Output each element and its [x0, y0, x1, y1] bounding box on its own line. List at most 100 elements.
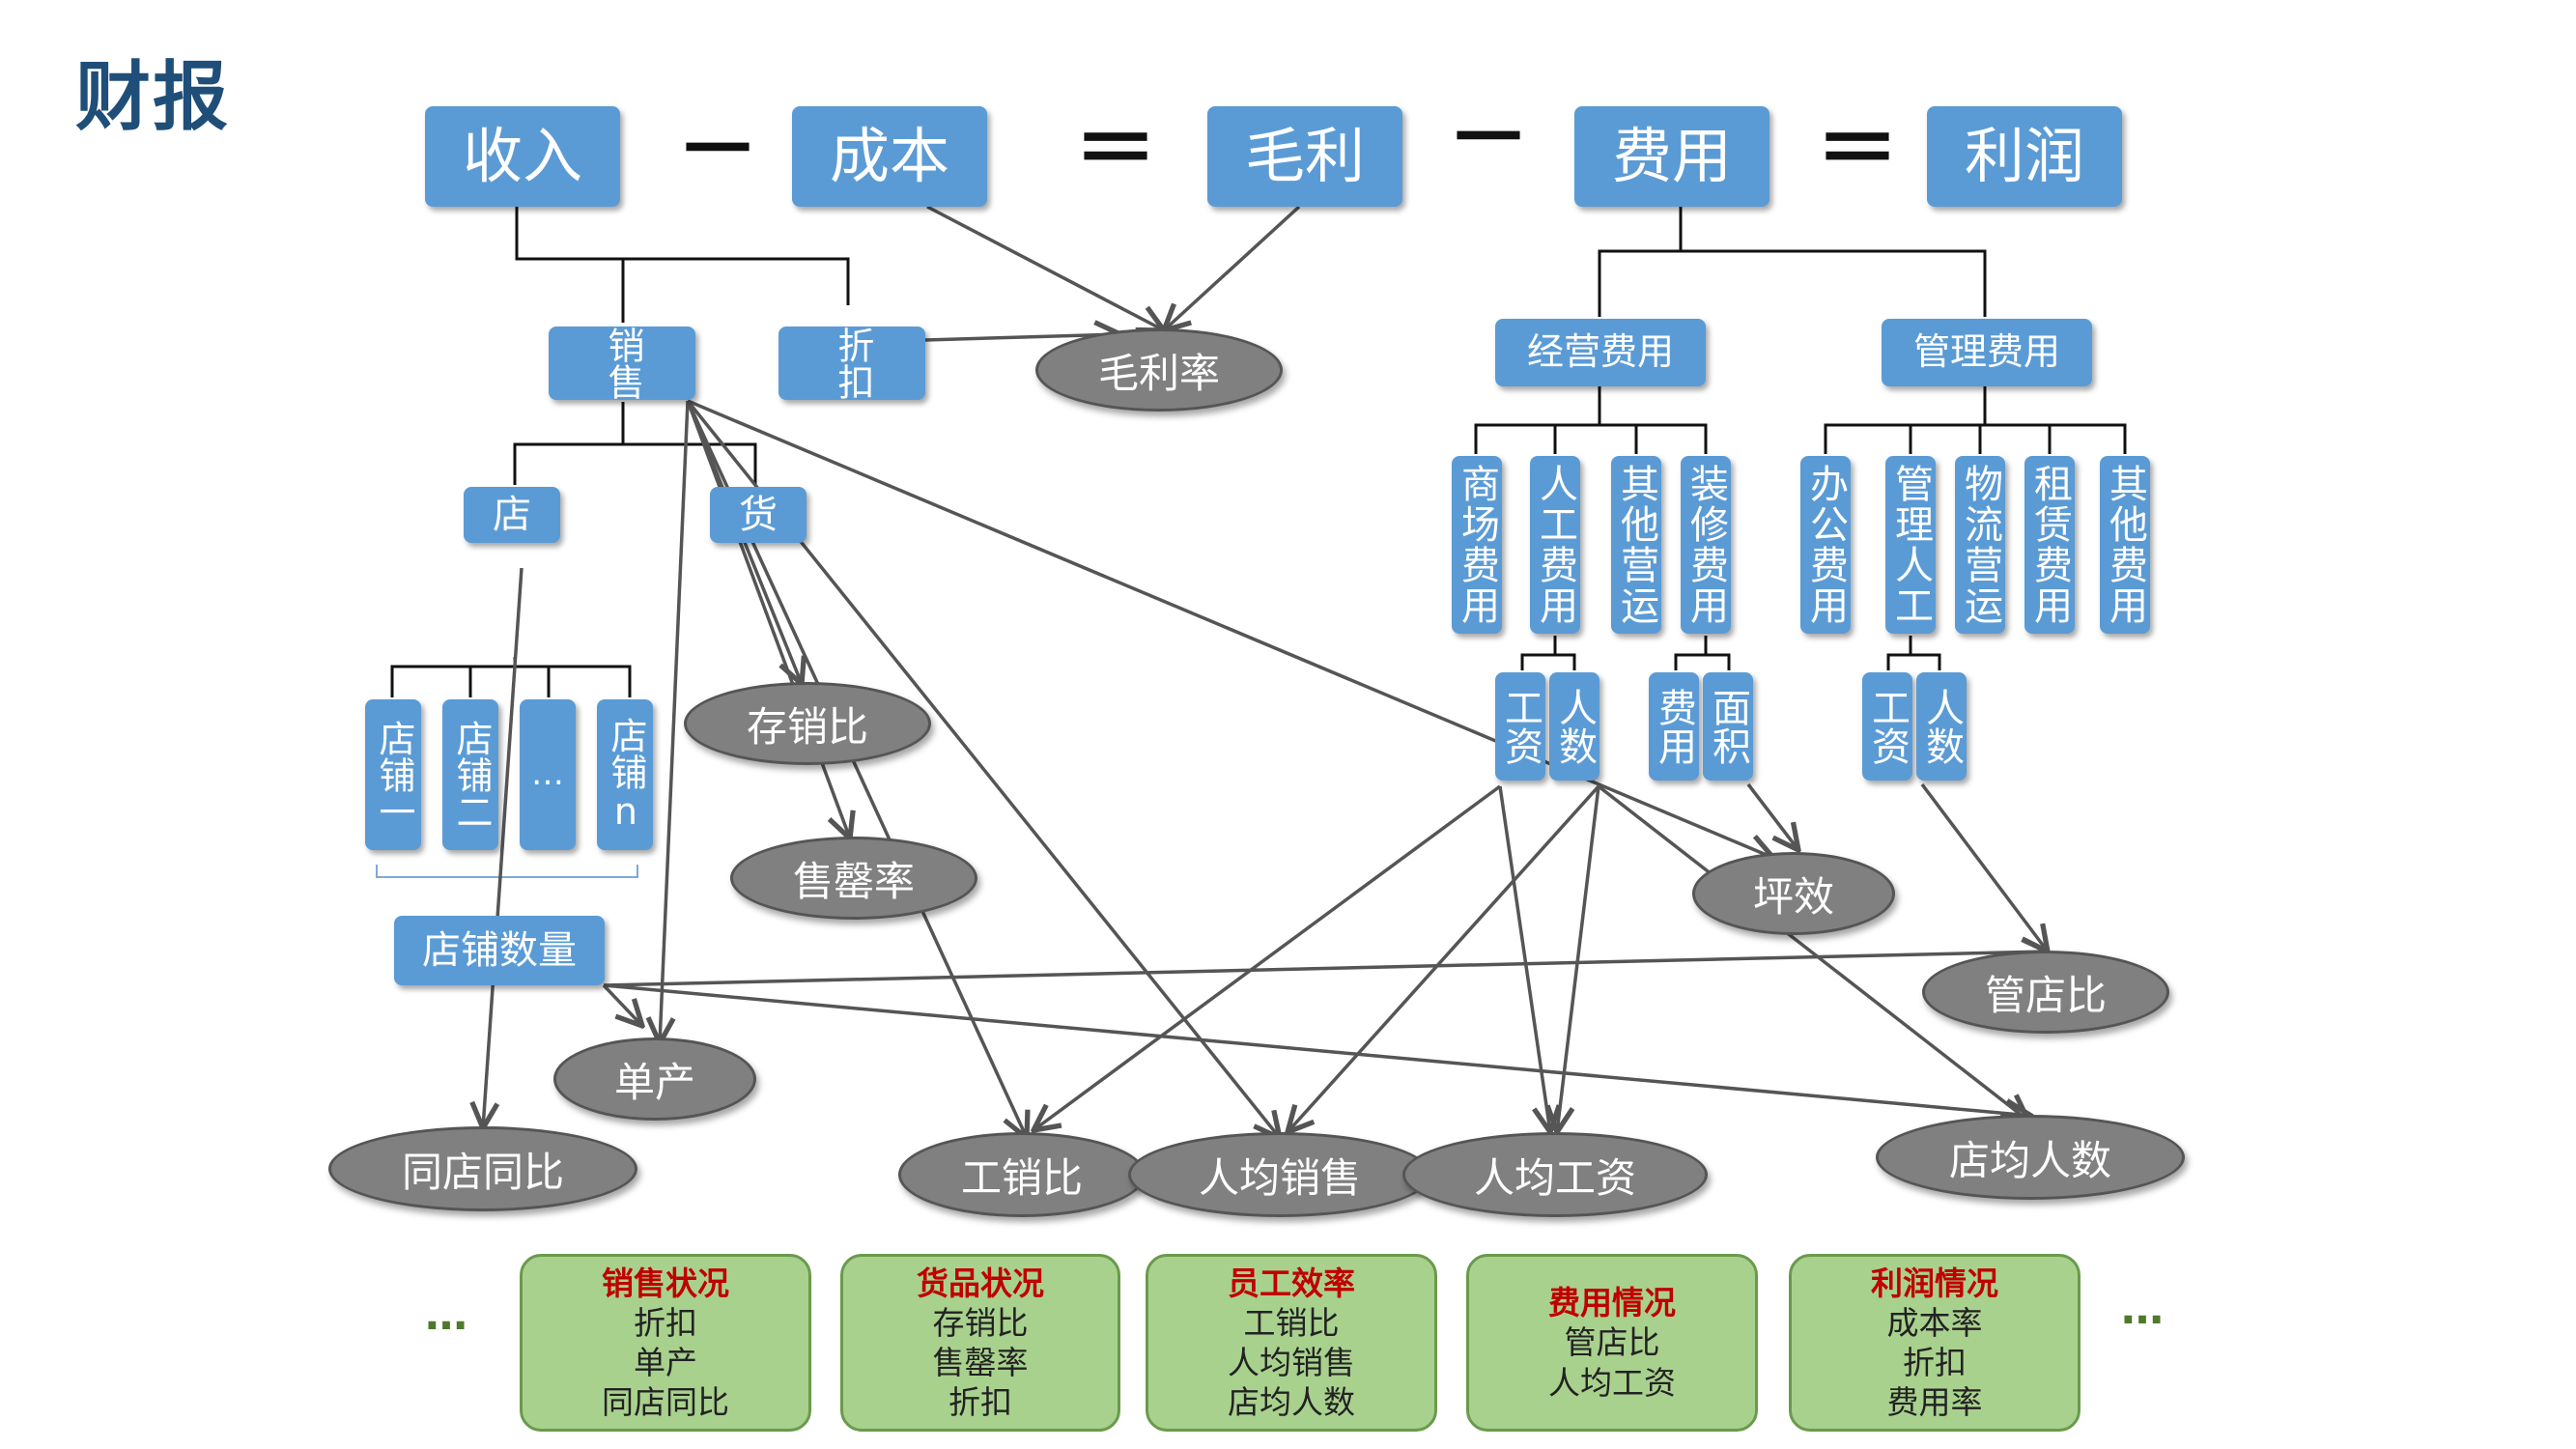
- tree-line-opex-2: [1476, 423, 1708, 454]
- admin-expense-node[interactable]: 管理费用: [1882, 319, 2092, 386]
- arrow-storecount-staff-per-store: [603, 983, 2031, 1116]
- arrow-headcount-sales-per-staff: [1288, 784, 1600, 1132]
- decoration-fee-node[interactable]: 装修费用: [1681, 456, 1731, 634]
- sqm-efficiency-metric[interactable]: 坪效: [1692, 852, 1895, 935]
- wage-node-1[interactable]: 工资: [1495, 672, 1545, 781]
- headcount-node-2[interactable]: 人数: [1916, 672, 1967, 781]
- office-fee-node[interactable]: 办公费用: [1800, 456, 1851, 634]
- arrow-store-same-store: [483, 567, 524, 1128]
- arrow-headcount-staff-per-store: [1597, 784, 2028, 1121]
- tree-line-opex: [1474, 386, 1601, 454]
- arrow-sales-sellthrough: [686, 400, 850, 838]
- card-line: 成本率: [1886, 1303, 1983, 1342]
- card-line: 同店同比: [602, 1383, 729, 1422]
- card-title: 利润情况: [1871, 1264, 1998, 1302]
- arrow-gross-gross-margin: [1164, 205, 1301, 330]
- admin-store-ratio-metric[interactable]: 管店比: [1922, 951, 2169, 1034]
- mall-fee-node[interactable]: 商场费用: [1452, 456, 1502, 634]
- tree-line-revenue: [515, 207, 850, 305]
- arrow-wage-labor-ratio: [1033, 784, 1502, 1130]
- labor-cost-node[interactable]: 人工费用: [1530, 456, 1580, 634]
- area-node[interactable]: 面积: [1703, 672, 1753, 781]
- expenses-box[interactable]: 费用: [1574, 106, 1769, 207]
- per-store-output-metric[interactable]: 单产: [553, 1037, 756, 1121]
- card-title: 货品状况: [917, 1264, 1044, 1302]
- cost-box[interactable]: 成本: [792, 106, 987, 207]
- tree-line-admin-2: [1826, 423, 2127, 454]
- profit-box[interactable]: 利润: [1927, 106, 2122, 207]
- arrow-sales-sqm: [687, 399, 1773, 858]
- arrow-cost-gross-margin: [926, 205, 1164, 330]
- gross-margin-metric[interactable]: 毛利率: [1035, 328, 1283, 412]
- labor-sales-ratio-metric[interactable]: 工销比: [898, 1132, 1146, 1217]
- summary-card-sales[interactable]: 销售状况 折扣 单产 同店同比: [520, 1254, 811, 1432]
- goods-node[interactable]: 货: [710, 487, 807, 543]
- card-line: 折扣: [1903, 1344, 1967, 1381]
- tree-line-store-3: [468, 667, 551, 697]
- same-store-metric[interactable]: 同店同比: [328, 1126, 637, 1211]
- card-line: 折扣: [948, 1383, 1012, 1422]
- arrow-headcount-avg-wage: [1557, 785, 1600, 1132]
- tree-line-labor: [1520, 636, 1576, 670]
- store-one-node[interactable]: 店铺一: [365, 699, 421, 850]
- tree-line-decor: [1674, 636, 1731, 670]
- other-ops-node[interactable]: 其他营运: [1611, 456, 1661, 634]
- ellipsis-left: …: [425, 1291, 467, 1340]
- summary-card-goods[interactable]: 货品状况 存销比 售罄率 折扣: [840, 1254, 1120, 1432]
- minus-operator-1: －: [676, 101, 759, 198]
- store-more-node[interactable]: …: [520, 699, 576, 850]
- card-title: 费用情况: [1548, 1284, 1676, 1322]
- operating-expense-node[interactable]: 经营费用: [1495, 319, 1706, 386]
- tree-line-store-2: [392, 665, 632, 697]
- revenue-box[interactable]: 收入: [425, 106, 620, 207]
- arrow-storecount-per-store-output: [602, 983, 642, 1026]
- tree-line-adminlabor: [1886, 636, 1941, 670]
- card-line: 售罄率: [932, 1344, 1029, 1381]
- tree-line-store: [390, 657, 517, 697]
- tree-line-expenses-2: [1599, 249, 1987, 317]
- avg-wage-metric[interactable]: 人均工资: [1402, 1132, 1708, 1217]
- card-line: 单产: [634, 1344, 697, 1381]
- inventory-sales-ratio-metric[interactable]: 存销比: [684, 682, 931, 765]
- card-line: 费用率: [1886, 1383, 1983, 1422]
- summary-card-expenses[interactable]: 费用情况 管店比 人均工资: [1466, 1254, 1758, 1432]
- equals-operator-2: ＝: [1816, 101, 1899, 198]
- card-line: 存销比: [932, 1303, 1029, 1342]
- summary-card-profit[interactable]: 利润情况 成本率 折扣 费用率: [1789, 1254, 2081, 1432]
- staff-per-store-metric[interactable]: 店均人数: [1876, 1115, 2185, 1200]
- sales-per-staff-metric[interactable]: 人均销售: [1128, 1132, 1431, 1217]
- sell-through-metric[interactable]: 售罄率: [730, 837, 977, 920]
- headcount-node-1[interactable]: 人数: [1549, 672, 1599, 781]
- arrow-admin-headcount-admin-store: [1920, 782, 2048, 952]
- logistics-ops-node[interactable]: 物流营运: [1955, 456, 2005, 634]
- tree-line-expenses: [1598, 207, 1683, 317]
- summary-card-staff[interactable]: 员工效率 工销比 人均销售 店均人数: [1146, 1254, 1437, 1432]
- tree-line-admin: [1824, 386, 1987, 454]
- card-line: 人均销售: [1228, 1344, 1355, 1381]
- arrow-storecount-admin-store: [603, 952, 2048, 987]
- card-line: 管店比: [1564, 1323, 1660, 1362]
- card-title: 员工效率: [1228, 1264, 1355, 1302]
- card-line: 店均人数: [1228, 1383, 1355, 1422]
- store-n-node[interactable]: 店铺n: [597, 699, 653, 850]
- store-node[interactable]: 店: [464, 487, 560, 543]
- card-line: 折扣: [634, 1303, 697, 1342]
- admin-labor-node[interactable]: 管理人工: [1885, 456, 1936, 634]
- cost-item-node[interactable]: 费用: [1649, 672, 1699, 781]
- store-count-node[interactable]: 店铺数量: [394, 916, 605, 985]
- minus-operator-2: －: [1447, 90, 1530, 186]
- store-two-node[interactable]: 店铺二: [442, 699, 498, 850]
- store-bracket: [376, 865, 638, 878]
- card-line: 工销比: [1243, 1303, 1340, 1342]
- tree-line-sales-goods: [623, 442, 757, 485]
- card-title: 销售状况: [602, 1264, 729, 1302]
- other-fee-node[interactable]: 其他费用: [2100, 456, 2150, 634]
- wage-node-2[interactable]: 工资: [1862, 672, 1912, 781]
- card-line: 人均工资: [1548, 1363, 1676, 1402]
- sales-node[interactable]: 销售: [549, 327, 695, 400]
- arrow-area-sqm: [1746, 782, 1798, 850]
- discount-node[interactable]: 折扣: [778, 327, 925, 400]
- gross-profit-box[interactable]: 毛利: [1207, 106, 1402, 207]
- rent-fee-node[interactable]: 租赁费用: [2024, 456, 2075, 634]
